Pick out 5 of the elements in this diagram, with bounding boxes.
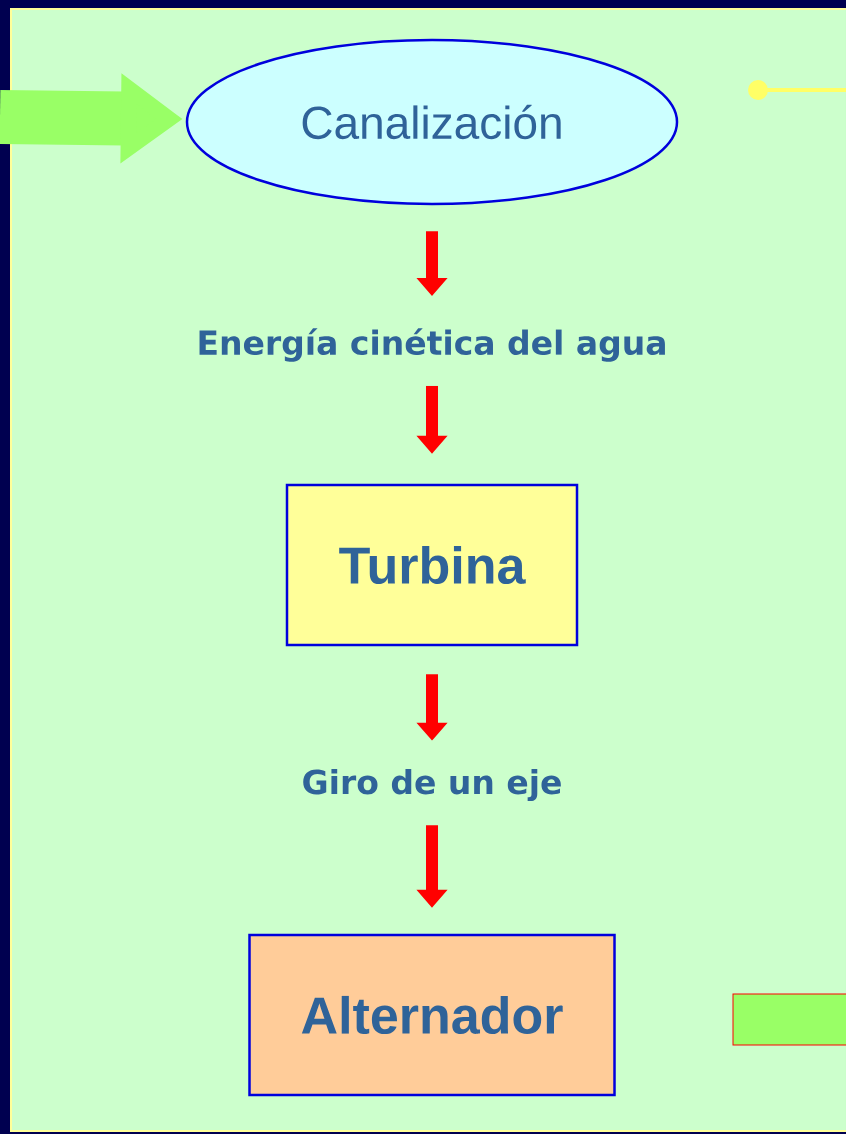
process-box: Turbina bbox=[285, 483, 579, 647]
ellipse-node: Canalización bbox=[185, 38, 679, 206]
process-box: Alternador bbox=[248, 933, 616, 1097]
flow-label: Giro de un eje bbox=[303, 768, 561, 802]
flow-label: Energía cinética del agua bbox=[199, 328, 665, 362]
